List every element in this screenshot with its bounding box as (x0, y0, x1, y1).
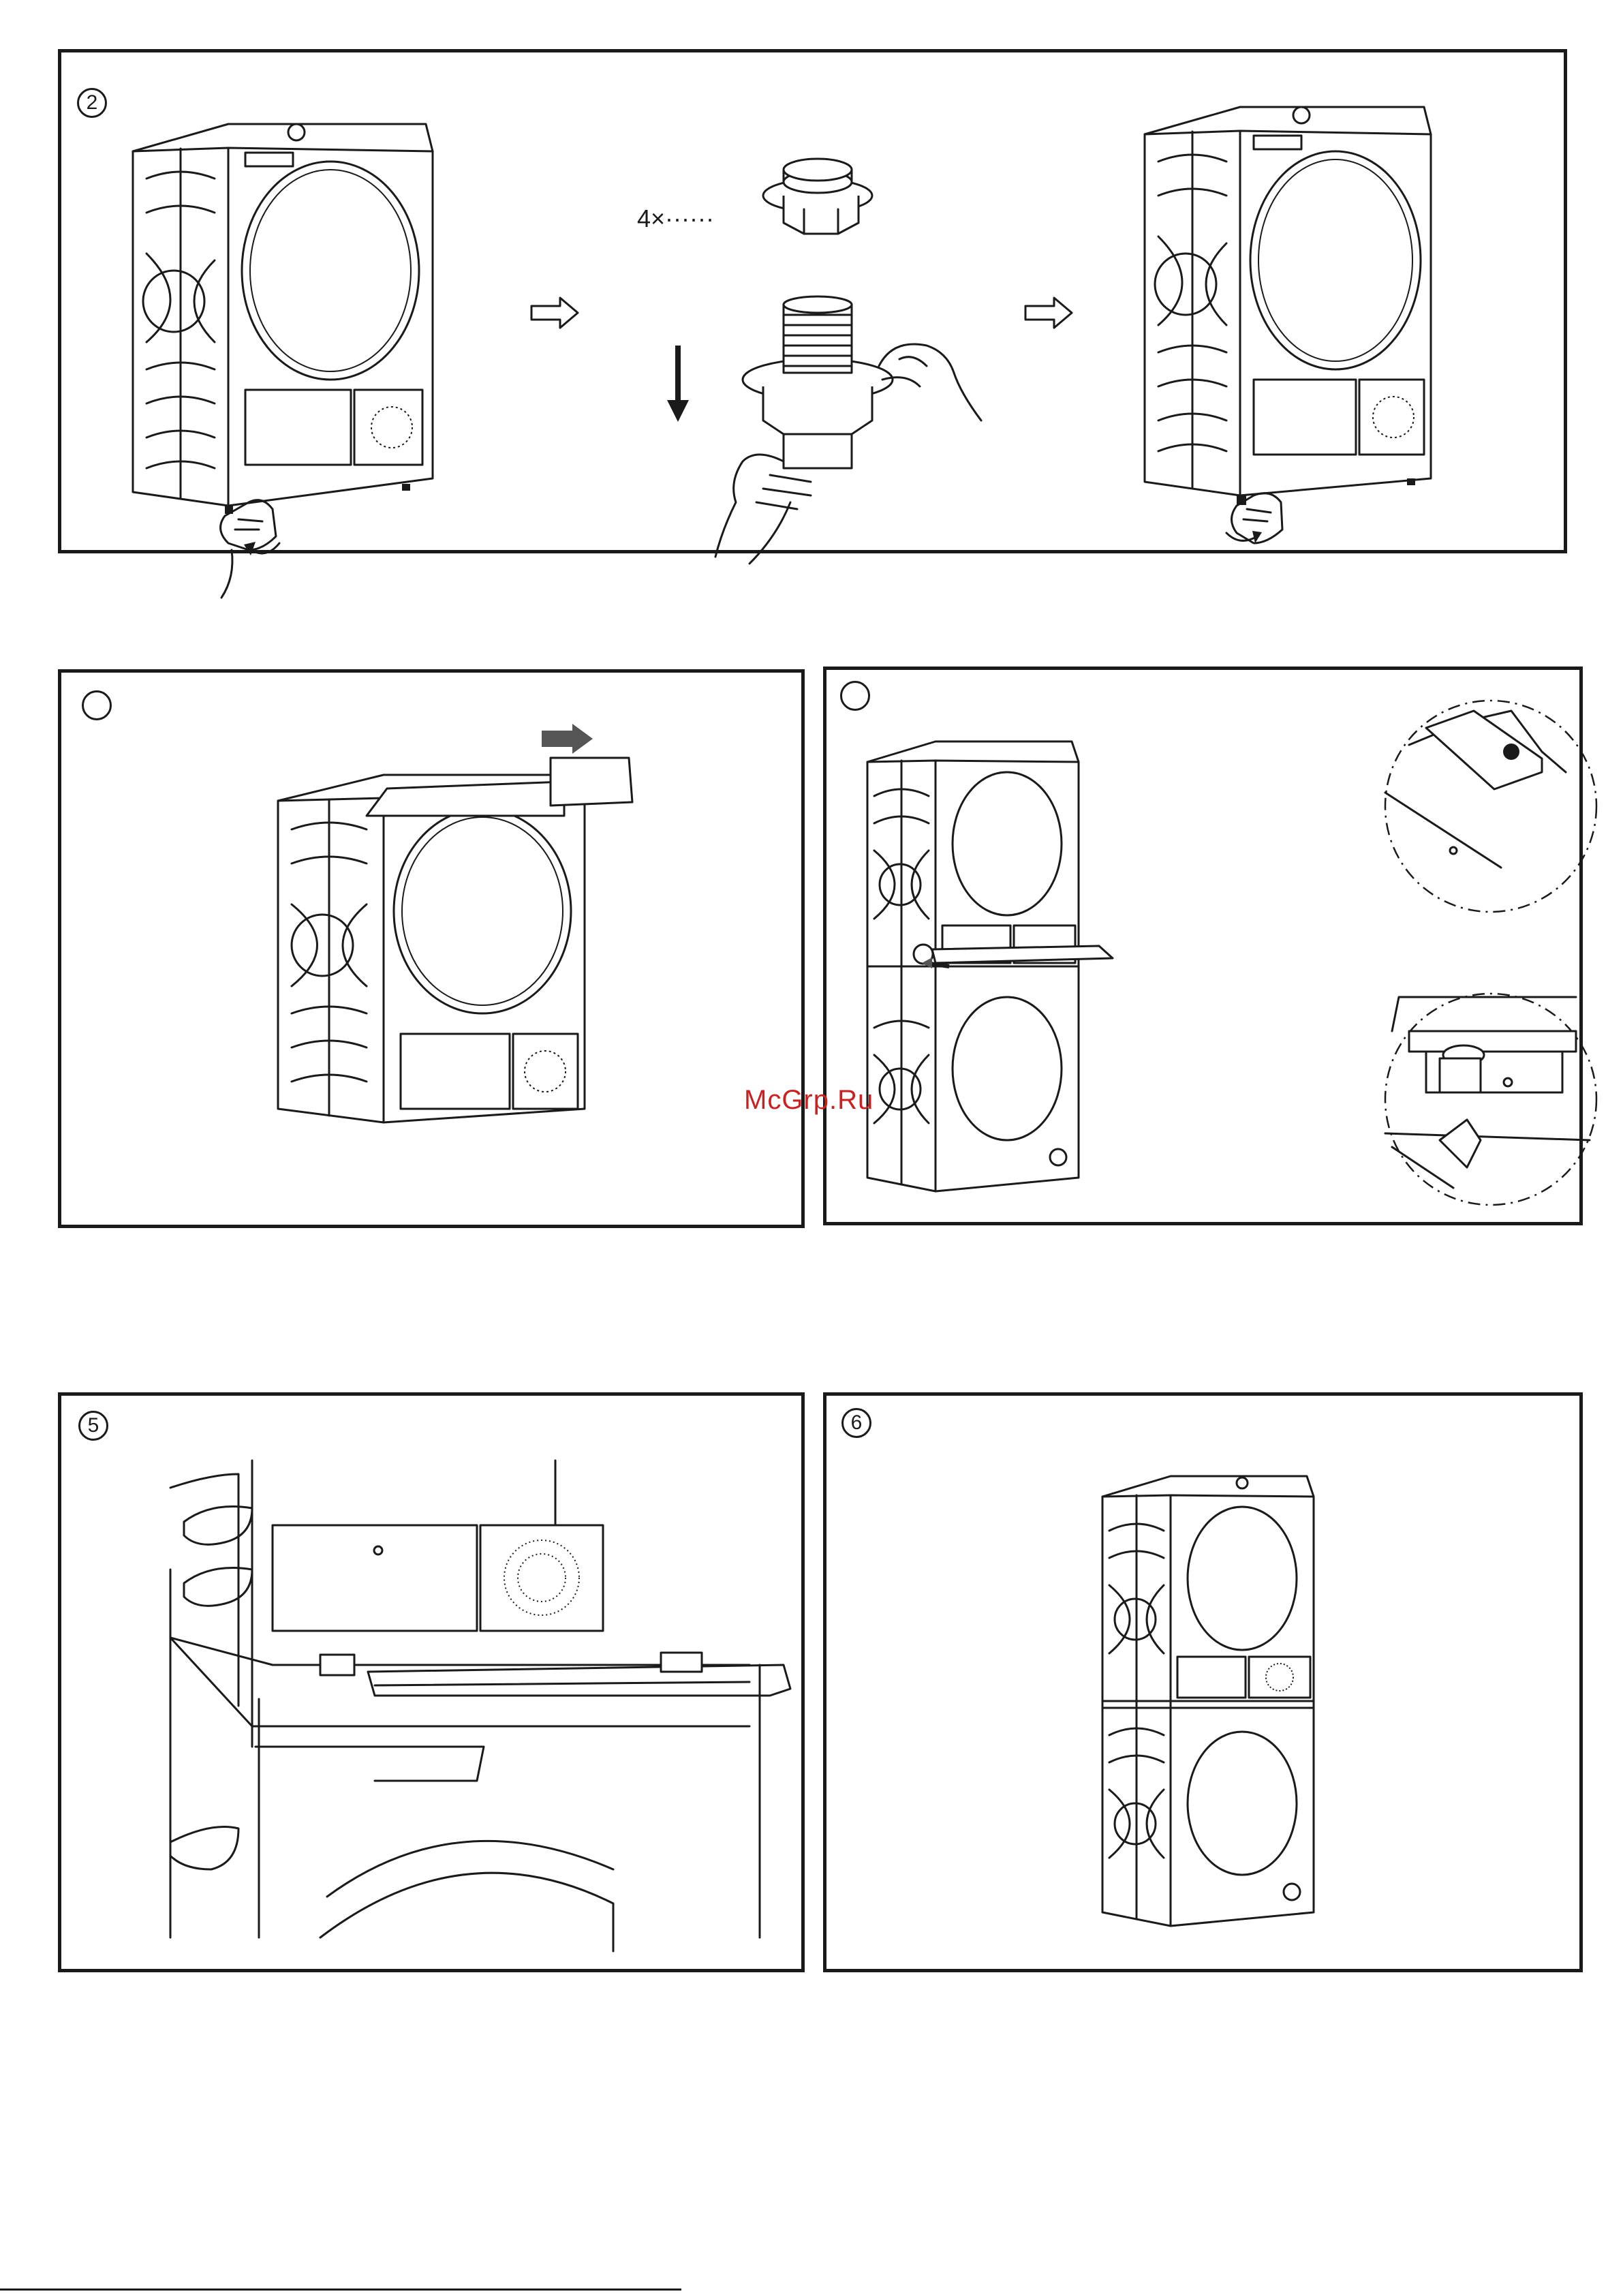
quantity-label: 4×······ (637, 204, 714, 233)
hollow-right-arrow-icon (1025, 298, 1072, 328)
panel-step-2: 2 (58, 49, 1567, 553)
step-6-illustration (826, 1396, 1586, 1976)
hand-right-screw (879, 344, 981, 420)
hollow-right-arrow-icon (531, 298, 578, 328)
dryer-left (133, 124, 433, 514)
dryer-with-plate (278, 758, 632, 1122)
push-right-arrow-icon (542, 724, 593, 754)
stacked-dryers-final (1102, 1476, 1314, 1926)
detail-circle-bottom (1385, 994, 1596, 1205)
panel-step-3 (58, 669, 805, 1228)
down-arrow-icon (667, 346, 689, 422)
panel-step-5: 5 (58, 1392, 805, 1972)
step-5-illustration (61, 1396, 808, 1976)
watermark: McGrp.Ru (744, 1085, 874, 1116)
bottom-rule (0, 2289, 681, 2291)
stacked-closeup (170, 1460, 790, 1951)
detail-circle-top (1385, 701, 1596, 912)
screw-foot-assembly (743, 296, 893, 468)
panel-step-6: 6 (823, 1392, 1583, 1972)
step-3-illustration (61, 673, 808, 1231)
stacked-dryers (867, 741, 1113, 1191)
step-4-illustration (826, 670, 1586, 1229)
panel-step-4 (823, 667, 1583, 1225)
step-2-illustration (61, 52, 1571, 557)
dryer-right (1145, 107, 1431, 505)
hand-left-screw (715, 455, 811, 564)
foot-part (763, 159, 872, 234)
